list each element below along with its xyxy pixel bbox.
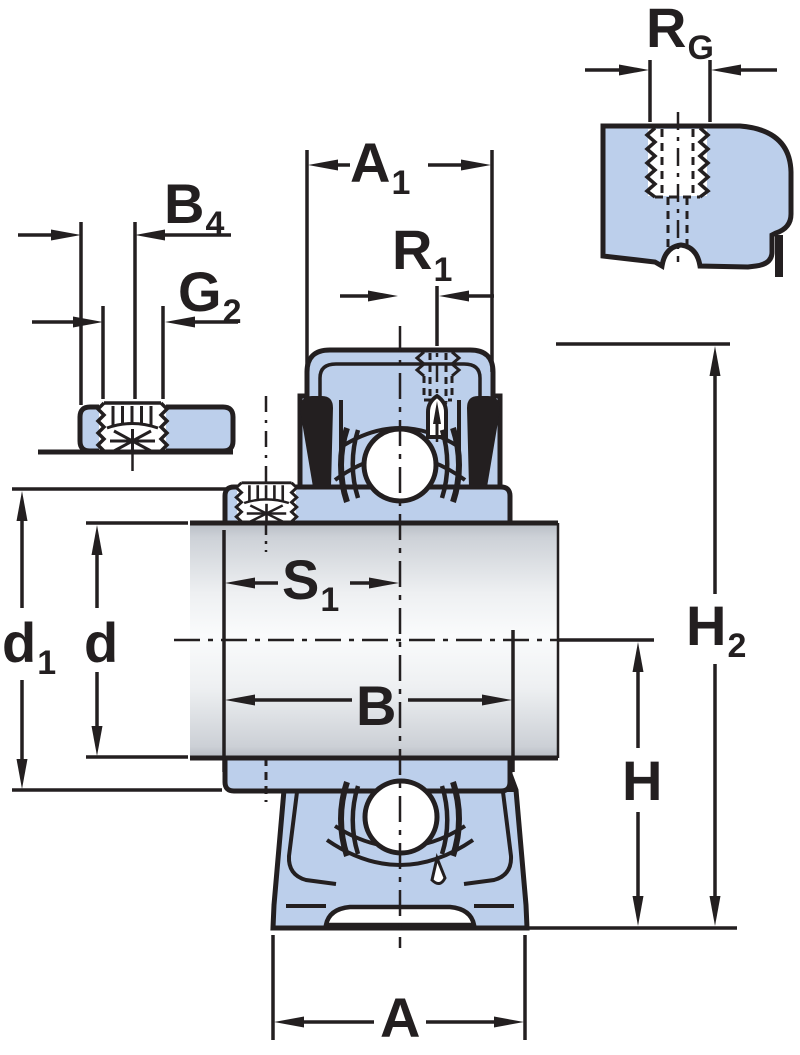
dim-label-s1-sub: 1	[320, 581, 340, 619]
dimension-r1	[340, 286, 494, 346]
dimension-d1	[12, 487, 228, 792]
dim-label-s1-main: S	[282, 548, 320, 611]
dim-label-r1-sub: 1	[433, 251, 453, 289]
dim-label-b-main: B	[356, 674, 397, 737]
dimension-d	[86, 521, 188, 759]
dimension-rg	[585, 60, 777, 122]
dimension-g2	[32, 306, 238, 399]
dim-label-a1: A1	[350, 135, 410, 201]
dim-label-g2-sub: 2	[222, 293, 242, 331]
dim-label-h-main: H	[622, 749, 663, 812]
dim-label-b: B	[356, 678, 397, 734]
dimension-b	[225, 630, 515, 772]
dimension-b4	[18, 222, 231, 405]
dim-label-h: H	[622, 753, 663, 809]
collar-side-view	[38, 400, 236, 471]
dimension-h2	[556, 342, 730, 926]
dim-label-d1-main: d	[2, 611, 37, 674]
dimension-a1	[305, 150, 494, 372]
dimension-h	[558, 638, 654, 926]
dim-label-b4-sub: 4	[205, 205, 225, 243]
dim-label-d1: d1	[2, 615, 56, 681]
dimension-s1	[222, 530, 399, 772]
dim-label-r1-main: R	[392, 218, 433, 281]
dim-label-b4-main: B	[164, 172, 205, 235]
dim-label-s1: S1	[282, 552, 339, 618]
dim-label-d: d	[84, 615, 119, 671]
dim-label-r1: R1	[392, 222, 452, 288]
grease-flow-arrow	[433, 401, 441, 424]
dim-label-rg: RG	[646, 0, 714, 65]
dim-label-g2-main: G	[178, 260, 222, 323]
dim-label-b4: B4	[164, 176, 224, 242]
dim-label-h2: H2	[686, 598, 746, 664]
dim-label-g2: G2	[178, 264, 241, 330]
dim-label-a1-sub: 1	[391, 164, 411, 202]
dim-label-rg-sub: G	[687, 29, 714, 67]
dim-label-d-main: d	[84, 611, 119, 674]
grease-hole-thread	[414, 292, 462, 442]
dim-label-d1-sub: 1	[37, 644, 57, 682]
dimension-a	[271, 926, 737, 1040]
dim-label-h2-sub: 2	[727, 627, 747, 665]
dim-label-h2-main: H	[686, 594, 727, 657]
dim-label-a1-main: A	[350, 131, 391, 194]
set-screw-thread-side	[96, 400, 169, 454]
set-screw-thread	[234, 480, 299, 524]
dim-label-a: A	[380, 990, 421, 1046]
dim-label-a-main: A	[380, 986, 421, 1049]
dim-label-rg-main: R	[646, 0, 687, 59]
centerlines	[174, 326, 560, 948]
grease-fitting-detail-view	[600, 112, 794, 277]
